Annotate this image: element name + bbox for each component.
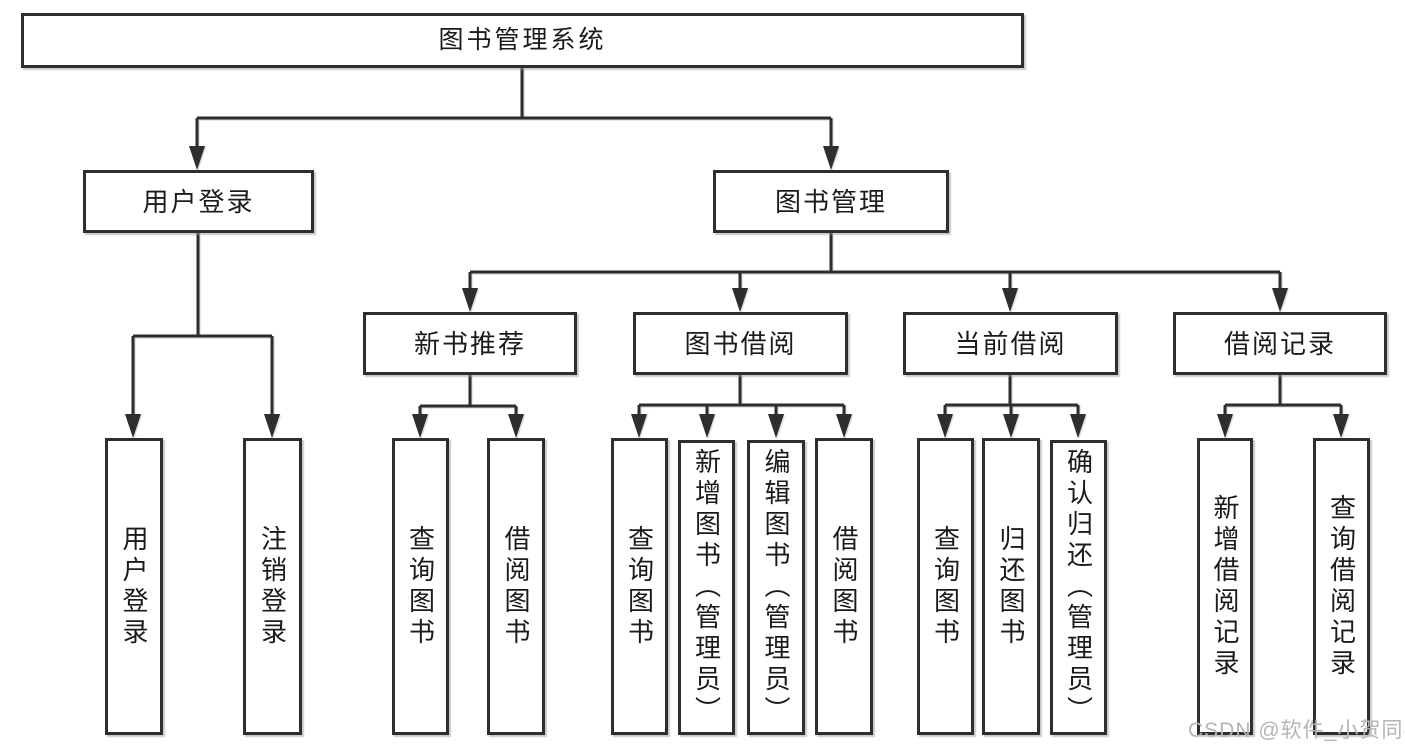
- connector-current-borrow: [943, 375, 1080, 420]
- node-user-login-label: 用户登录: [142, 186, 255, 217]
- node-new-book-recommend-label: 新书推荐: [413, 328, 526, 359]
- node-leaf-add-borrow-record: 新增借阅记录: [1197, 438, 1253, 735]
- node-current-borrow: 当前借阅: [903, 312, 1118, 375]
- node-leaf-add-borrow-record-label: 新增借阅记录: [1210, 493, 1240, 680]
- node-book-borrow-label: 图书借阅: [684, 328, 797, 359]
- node-leaf-query-book-recommend: 查询图书: [392, 438, 449, 735]
- arrowheads: [125, 146, 1349, 438]
- node-leaf-query-book-current: 查询图书: [917, 438, 974, 735]
- node-leaf-query-book-borrow-label: 查询图书: [624, 524, 655, 649]
- connector-borrow-records: [1223, 375, 1343, 420]
- node-leaf-borrow-book: 借阅图书: [815, 438, 873, 735]
- node-leaf-confirm-return-label: 确认归还（管理员）: [1063, 448, 1094, 727]
- node-leaf-query-book-recommend-label: 查询图书: [405, 524, 436, 649]
- node-borrow-records-label: 借阅记录: [1223, 328, 1336, 359]
- node-leaf-user-login-label: 用户登录: [119, 524, 149, 649]
- node-leaf-add-book: 新增图书（管理员）: [678, 440, 735, 735]
- connector-new-book-recommend: [418, 375, 518, 420]
- connector-book-management: [468, 233, 1282, 294]
- node-book-management-label: 图书管理: [774, 186, 887, 217]
- node-leaf-logout: 注销登录: [243, 438, 302, 735]
- node-root-label: 图书管理系统: [438, 26, 607, 54]
- node-leaf-edit-book: 编辑图书（管理员）: [747, 440, 805, 735]
- node-leaf-borrow-book-recommend: 借阅图书: [487, 438, 545, 735]
- node-leaf-query-book-current-label: 查询图书: [930, 524, 961, 649]
- node-borrow-records: 借阅记录: [1173, 312, 1387, 375]
- connector-book-borrow: [637, 375, 846, 420]
- node-current-borrow-label: 当前借阅: [954, 328, 1067, 359]
- node-leaf-query-borrow-record: 查询借阅记录: [1313, 438, 1370, 735]
- node-leaf-query-book-borrow: 查询图书: [611, 438, 668, 735]
- node-leaf-borrow-book-recommend-label: 借阅图书: [501, 524, 531, 649]
- connector-user-login: [131, 233, 274, 420]
- connector-root: [195, 68, 833, 152]
- node-leaf-user-login: 用户登录: [105, 438, 163, 735]
- node-leaf-query-borrow-record-label: 查询借阅记录: [1326, 493, 1357, 680]
- node-book-borrow: 图书借阅: [633, 312, 848, 375]
- node-leaf-edit-book-label: 编辑图书（管理员）: [761, 448, 791, 727]
- node-leaf-return-book: 归还图书: [982, 438, 1040, 735]
- node-book-management: 图书管理: [713, 170, 949, 233]
- csdn-watermark: CSDN @软件_小贺同学: [1188, 719, 1405, 742]
- node-root: 图书管理系统: [21, 13, 1024, 68]
- node-leaf-logout-label: 注销登录: [257, 524, 288, 649]
- node-new-book-recommend: 新书推荐: [363, 312, 577, 375]
- node-leaf-add-book-label: 新增图书（管理员）: [691, 448, 722, 727]
- node-leaf-borrow-book-label: 借阅图书: [829, 524, 859, 649]
- node-leaf-confirm-return: 确认归还（管理员）: [1050, 440, 1107, 735]
- node-user-login: 用户登录: [83, 170, 314, 233]
- node-leaf-return-book-label: 归还图书: [996, 524, 1026, 649]
